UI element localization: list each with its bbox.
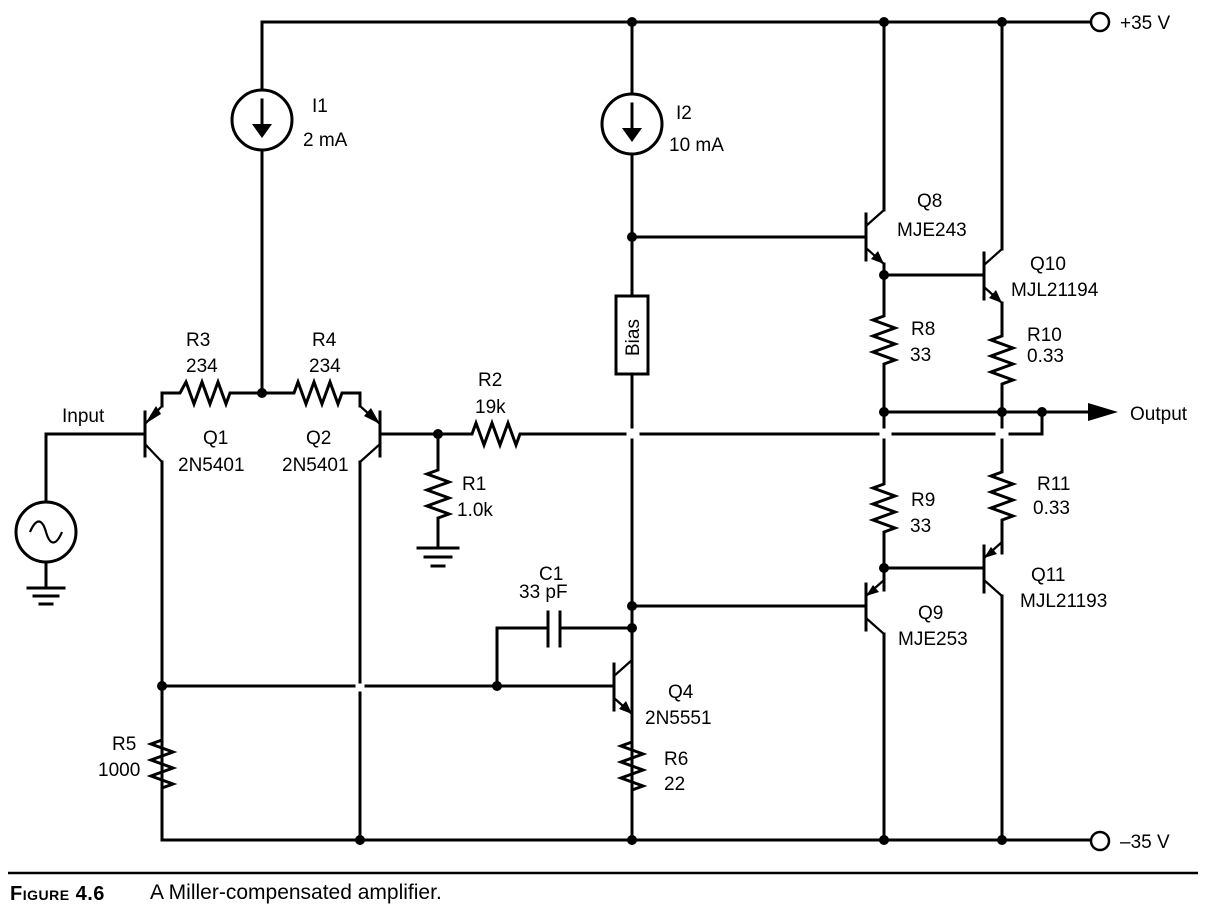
r9-value: 33 [910, 516, 931, 537]
q9-name: Q9 [918, 603, 943, 624]
output-label: Output [1130, 404, 1188, 425]
r11-value: 0.33 [1033, 498, 1070, 519]
bias-label: Bias [623, 319, 644, 356]
capacitor-c1: C1 33 pF [495, 564, 634, 688]
i1-value: 2 mA [303, 130, 348, 151]
r5-name: R5 [112, 734, 136, 755]
q2-part: 2N5401 [282, 455, 349, 476]
resistor-r5: R5 1000 [98, 684, 178, 842]
transistor-q9: Q9 MJE253 [630, 579, 968, 842]
positive-terminal [1089, 11, 1111, 33]
r9-name: R9 [911, 490, 935, 511]
resistor-r8: R8 33 [868, 308, 935, 414]
r3-value: 234 [186, 356, 218, 377]
r4-name: R4 [312, 330, 337, 351]
q10-part: MJL21194 [1011, 280, 1099, 301]
r8-value: 33 [910, 345, 931, 366]
r5-value: 1000 [98, 760, 140, 781]
q8-name: Q8 [917, 191, 942, 212]
r6-value: 22 [664, 774, 685, 795]
junction-dots [157, 17, 1047, 845]
figure-caption: Figure 4.6 A Miller-compensated amplifie… [8, 871, 1198, 905]
caption-text: A Miller-compensated amplifier. [150, 881, 442, 904]
resistor-r9: R9 33 [868, 410, 935, 592]
current-source-i2: I2 10 mA [600, 20, 724, 298]
q1-name: Q1 [203, 428, 228, 449]
q2-name: Q2 [306, 428, 331, 449]
q1-part: 2N5401 [178, 455, 245, 476]
r10-name: R10 [1027, 325, 1062, 346]
r2-name: R2 [478, 370, 502, 391]
r2-value: 19k [475, 397, 506, 418]
i1-name: I1 [312, 96, 328, 117]
negative-terminal [1089, 830, 1111, 852]
resistor-r3: R3 234 [160, 330, 264, 409]
resistor-r2: R2 19k [436, 370, 1044, 450]
q4-part: 2N5551 [645, 708, 712, 729]
i2-name: I2 [676, 103, 692, 124]
q8-part: MJE243 [897, 220, 967, 241]
q4-name: Q4 [668, 682, 694, 703]
q10-name: Q10 [1030, 254, 1066, 275]
r1-name: R1 [462, 474, 486, 495]
q11-part: MJL21193 [1020, 591, 1107, 612]
r1-value: 1.0k [457, 500, 493, 521]
resistor-r6: R6 22 [616, 712, 688, 842]
output-arrow-icon [1088, 403, 1118, 421]
q11-name: Q11 [1031, 565, 1066, 586]
negative-rail: –35 V [160, 830, 1170, 853]
transistor-q1: Q1 2N5401 [143, 391, 245, 842]
c1-value: 33 pF [519, 582, 568, 603]
r10-value: 0.33 [1027, 346, 1064, 367]
transistor-q8: Q8 MJE243 [630, 20, 967, 312]
transistor-q11: Q11 MJL21193 [882, 541, 1107, 842]
q9-part: MJE253 [898, 629, 968, 650]
resistor-r10: R10 0.33 [986, 325, 1064, 414]
resistor-r1: R1 1.0k [416, 432, 493, 568]
r8-name: R8 [911, 319, 935, 340]
r4-value: 234 [309, 356, 341, 377]
i2-value: 10 mA [669, 135, 724, 156]
r3-name: R3 [186, 330, 210, 351]
r6-name: R6 [664, 749, 688, 770]
resistor-r4: R4 234 [260, 330, 362, 409]
input-source: Input [14, 406, 144, 606]
resistor-r11: R11 0.33 [986, 410, 1070, 555]
current-source-i1: I1 2 mA [230, 20, 348, 395]
negative-supply-label: –35 V [1120, 832, 1170, 853]
r11-name: R11 [1037, 474, 1070, 495]
transistor-q10: Q10 MJL21194 [882, 20, 1099, 332]
positive-rail: +35 V [260, 11, 1171, 34]
transistor-q2: Q2 2N5401 [282, 391, 440, 842]
figure-label: Figure 4.6 [10, 883, 105, 905]
c1-name: C1 [539, 564, 563, 585]
positive-supply-label: +35 V [1120, 13, 1171, 34]
output-node: Output [882, 403, 1188, 425]
transistor-q4: Q4 2N5551 [612, 659, 712, 729]
input-label: Input [62, 406, 105, 427]
